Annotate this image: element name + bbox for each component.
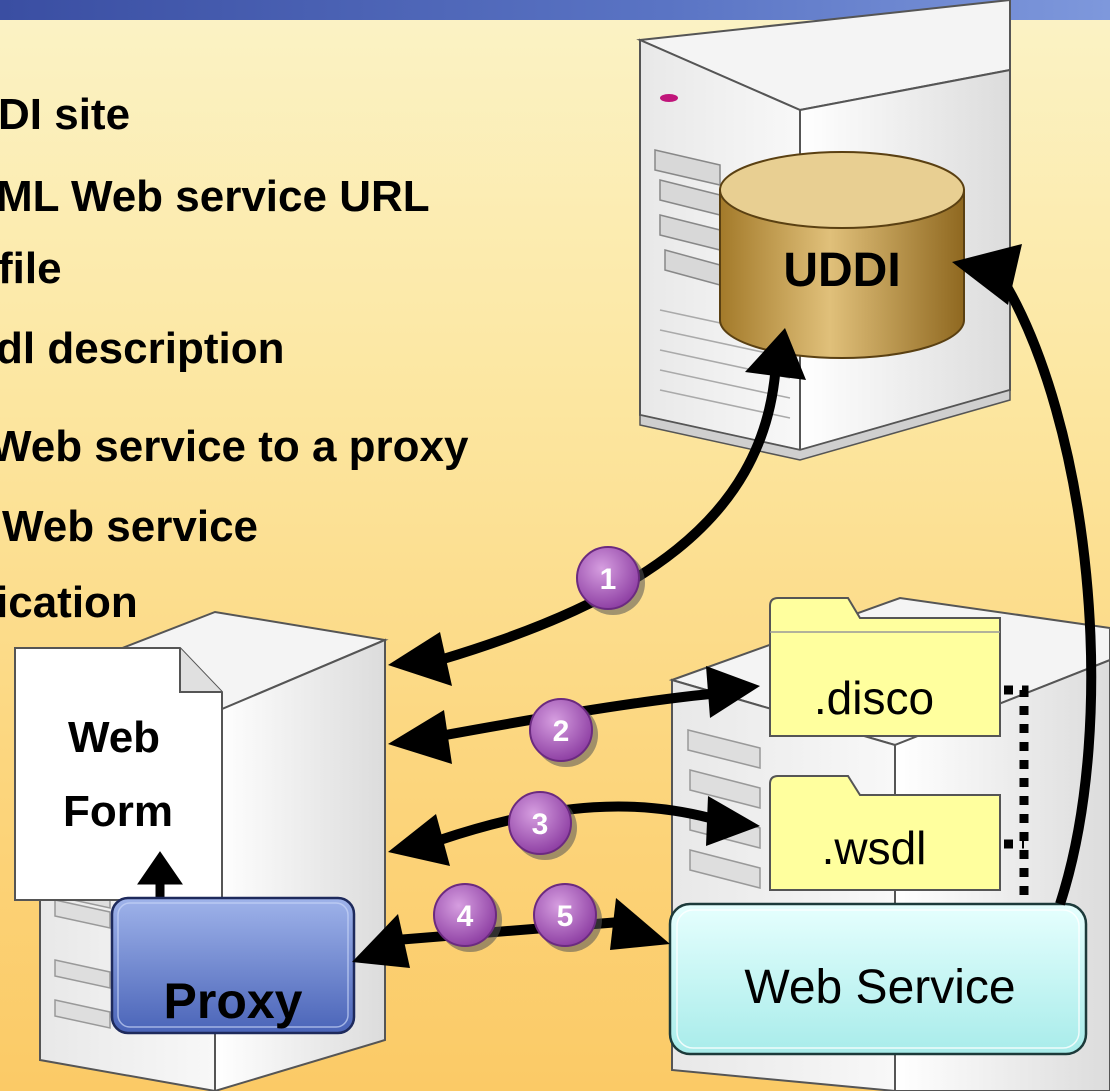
arrow-3-icon [388, 796, 760, 866]
text-line-6: Web service [2, 502, 259, 551]
text-line-7: ication [0, 578, 138, 627]
step-badge-2: 2 [529, 698, 598, 767]
proxy-label: Proxy [164, 973, 303, 1029]
publish-arrow-icon [952, 244, 1097, 906]
uddi-label: UDDI [783, 244, 900, 297]
wsdl-folder-icon [769, 775, 1001, 891]
text-line-1: DI site [0, 90, 131, 139]
step-badge-1: 1 [576, 546, 645, 615]
step-badge-3: 3 [508, 791, 577, 860]
dotted-connector [1004, 685, 1029, 906]
arrow-2-icon [388, 666, 760, 764]
text-line-4: dl description [0, 324, 285, 373]
svg-text:2: 2 [553, 715, 570, 748]
disco-label: .disco [814, 672, 934, 724]
arrow-1-icon [388, 328, 806, 686]
proxy-box [110, 896, 356, 1035]
svg-text:4: 4 [457, 900, 474, 933]
step-badge-5: 5 [533, 883, 602, 952]
web-service-box [668, 902, 1088, 1056]
document-icon [14, 647, 223, 901]
svg-text:3: 3 [532, 808, 549, 841]
text-line-5: Web service to a proxy [0, 422, 469, 471]
svg-text:5: 5 [557, 900, 574, 933]
database-icon [719, 151, 965, 359]
web-form-label-line1: Web [68, 713, 160, 762]
svg-text:1: 1 [600, 563, 617, 596]
text-line-3: file [0, 244, 62, 293]
header-bar [0, 0, 1110, 20]
arrow-4-5-icon [352, 898, 670, 968]
disco-folder-icon [769, 597, 1001, 737]
web-service-label: Web Service [744, 961, 1015, 1014]
web-form-label-line2: Form [63, 787, 173, 836]
step-badge-4: 4 [433, 883, 502, 952]
text-line-2: ML Web service URL [0, 172, 430, 221]
wsdl-label: .wsdl [822, 822, 927, 874]
